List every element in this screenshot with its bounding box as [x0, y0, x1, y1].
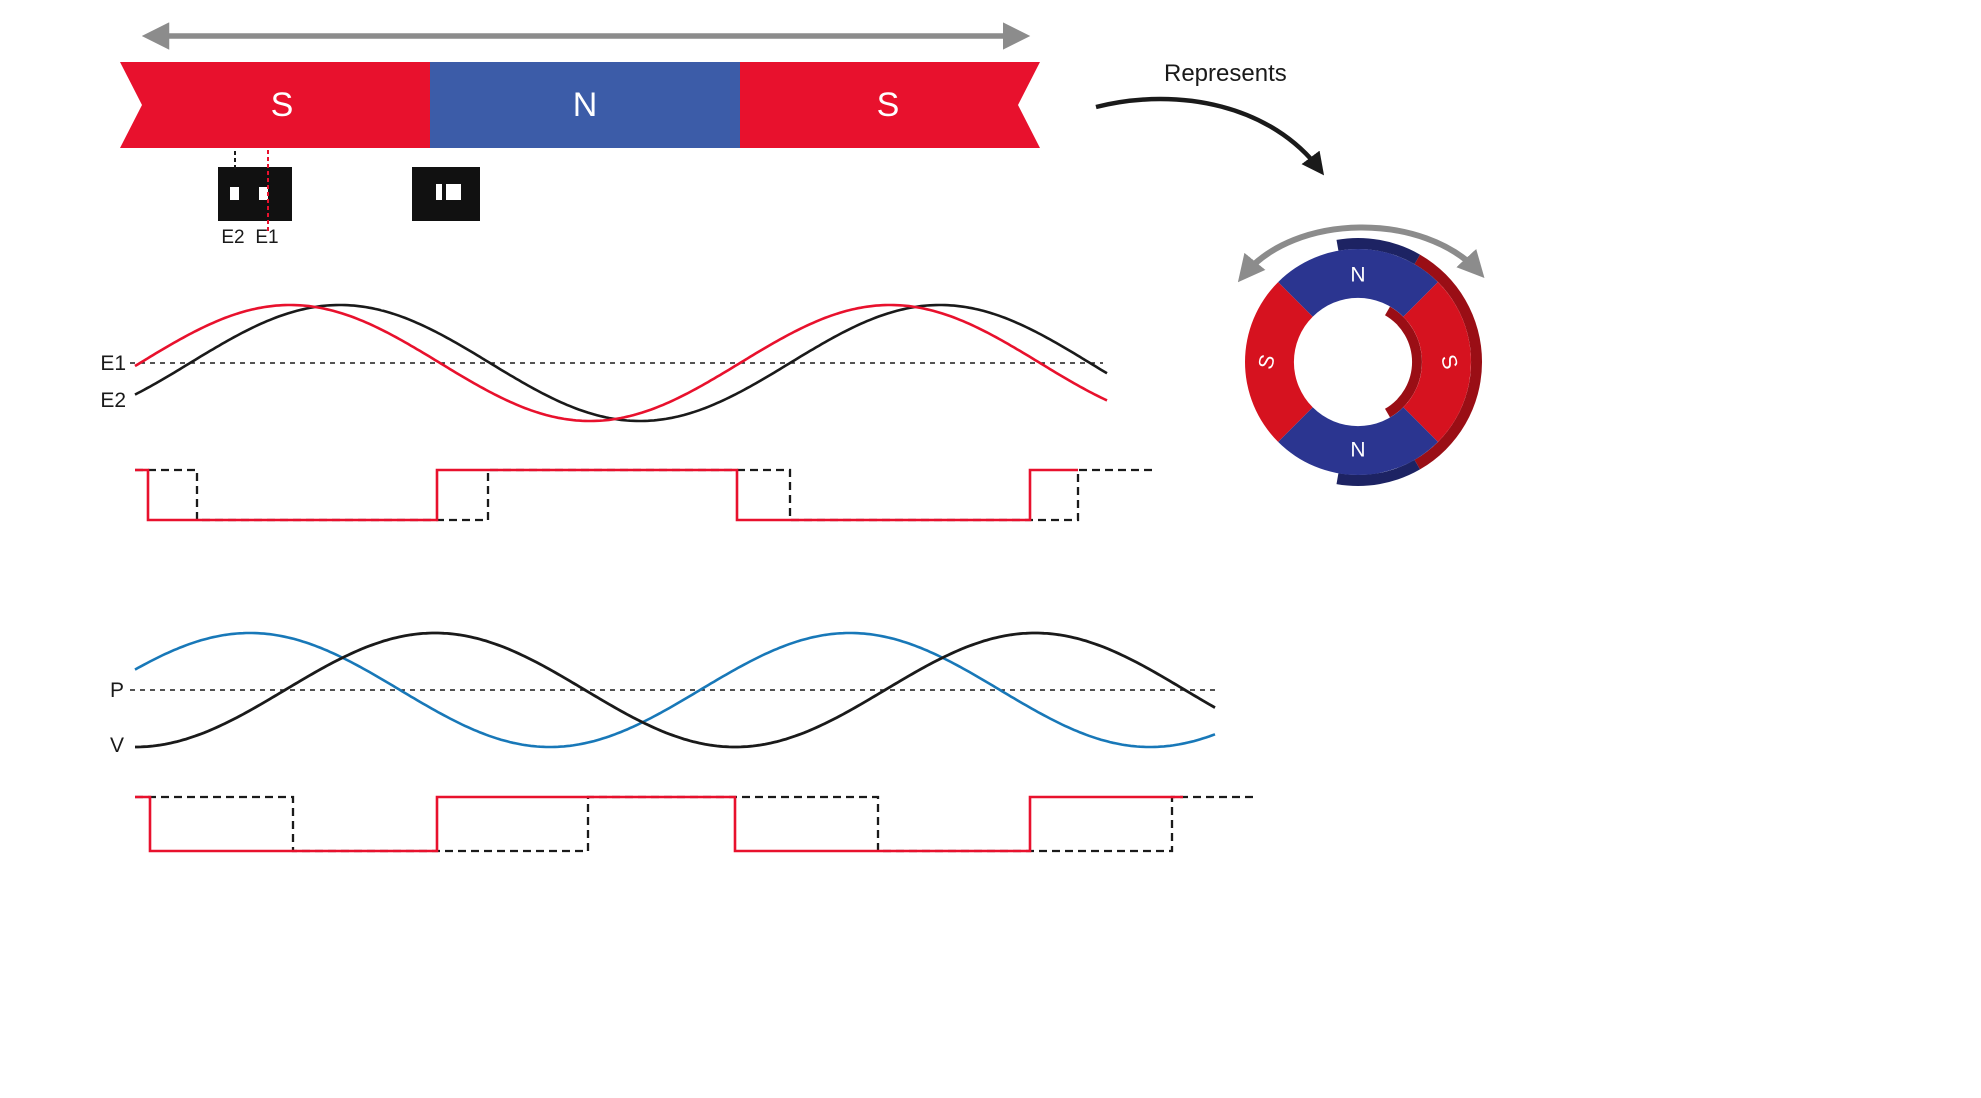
sensor-label-e2: E2 [221, 227, 244, 248]
magnet-segment-north [430, 62, 740, 148]
sensor2-element-b [446, 184, 461, 200]
sensor1-element-a [230, 187, 239, 200]
ring-label-s-right: S [1436, 352, 1462, 371]
ring-sector-south-right [1403, 282, 1471, 442]
ring-depth-outer-blue-bottom [1336, 459, 1420, 486]
wave2-curve-p [134, 631, 1216, 749]
magnet-segment-south-right [740, 62, 1040, 148]
ring-depth-outer-blue-top [1336, 238, 1420, 265]
ring-label-n-top: N [1350, 264, 1365, 287]
ring-sector-north-bottom [1278, 407, 1438, 475]
digital-wave-group-2 [135, 795, 1253, 853]
rotation-arrow [1237, 224, 1485, 283]
sq2-dashed-black [135, 795, 1253, 853]
ring-label-n-bottom: N [1350, 439, 1365, 462]
magnet-label-s-left: S [271, 86, 294, 124]
sensor2-element-a [436, 184, 442, 200]
wave2-label-p: P [110, 679, 124, 702]
wave1-curve-e2 [134, 303, 1108, 423]
magnet-strip: S N S [120, 62, 1040, 148]
ring-sector-south-left [1245, 282, 1313, 442]
represents-arrow [1095, 96, 1325, 176]
sensor1-element-b [259, 187, 268, 200]
hall-sensor-1 [218, 167, 292, 221]
sq1-dashed-black [135, 468, 1155, 522]
wave2-curve-v [135, 631, 1216, 749]
analog-wave-group-1: E1 E2 [100, 303, 1108, 423]
magnet-segment-south-left [120, 62, 430, 148]
sq1-solid-red [135, 468, 1078, 522]
wave2-label-v: V [110, 734, 124, 757]
analog-wave-group-2: P V [110, 631, 1218, 757]
digital-wave-group-1 [135, 468, 1155, 522]
wave1-curve-e1 [134, 303, 1108, 423]
hall-sensors: E2 E1 [218, 150, 480, 248]
ring-magnet: N S S N [1237, 224, 1485, 486]
magnet-label-n: N [573, 86, 598, 124]
wave1-label-e1: E1 [100, 352, 126, 375]
sensor-label-e1: E1 [255, 227, 278, 248]
ring-label-s-left: S [1254, 352, 1280, 371]
ring-depth-inner-wall [1385, 306, 1422, 418]
wave1-label-e2: E2 [100, 389, 126, 412]
sq2-solid-red [135, 795, 1183, 853]
magnet-label-s-right: S [877, 86, 900, 124]
represents-group: Represents [1095, 60, 1325, 176]
represents-label: Represents [1164, 60, 1287, 87]
ring-depth-outer-red [1414, 254, 1483, 470]
